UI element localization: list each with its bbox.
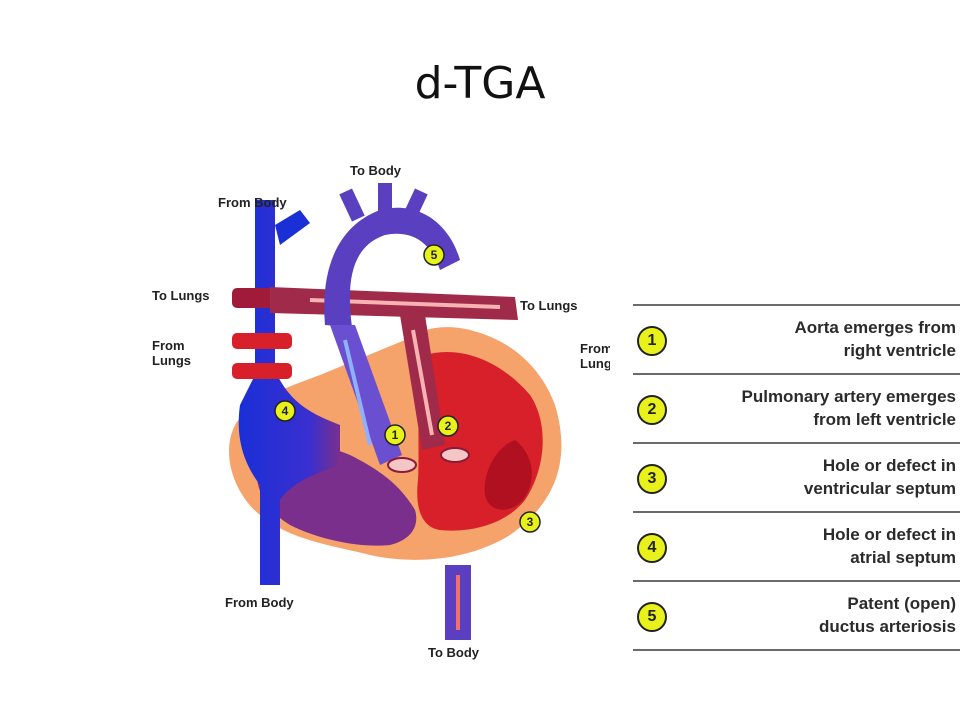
legend-line: Hole or defect in	[822, 525, 956, 544]
marker-3: 3	[519, 511, 541, 533]
label-to-body-top: To Body	[350, 163, 402, 178]
legend-line: right ventricle	[843, 341, 956, 360]
legend-item-2: 2 Pulmonary artery emerges from left ven…	[633, 373, 960, 442]
aortic-arch	[324, 207, 460, 327]
legend-line: Aorta emerges from	[794, 318, 956, 337]
legend-line: Patent (open)	[847, 594, 956, 613]
slide-title: d-TGA	[414, 58, 546, 109]
legend-line: Pulmonary artery emerges	[741, 387, 957, 406]
legend-number-3: 3	[637, 464, 667, 494]
svg-text:1: 1	[392, 428, 399, 442]
legend-line: ductus arteriosis	[819, 617, 956, 636]
aorta-branch-3	[402, 188, 428, 222]
legend-text-3: Hole or defect in ventricular septum	[676, 454, 956, 500]
label-from-body-top: From Body	[218, 195, 287, 210]
legend-item-1: 1 Aorta emerges from right ventricle	[633, 304, 960, 373]
aortic-valve	[387, 457, 417, 473]
aorta-branch-2	[378, 183, 392, 213]
legend-line: atrial septum	[850, 548, 956, 567]
label-to-body-bottom: To Body	[428, 645, 480, 660]
svg-text:4: 4	[282, 404, 289, 418]
legend-number-5: 5	[637, 602, 667, 632]
pulmonary-valve	[440, 447, 470, 463]
svg-text:5: 5	[431, 248, 438, 262]
label-from-lungs-left-2: Lungs	[152, 353, 191, 368]
pulmonary-vein-upper	[232, 333, 292, 349]
legend-text-5: Patent (open) ductus arteriosis	[676, 592, 956, 638]
marker-1: 1	[384, 424, 406, 446]
aorta-branch-1	[339, 188, 365, 222]
legend: 1 Aorta emerges from right ventricle 2 P…	[633, 304, 960, 651]
legend-line: from left ventricle	[813, 410, 956, 429]
aorta-flow-arrow	[343, 339, 372, 446]
legend-text-4: Hole or defect in atrial septum	[676, 523, 956, 569]
legend-text-2: Pulmonary artery emerges from left ventr…	[676, 385, 957, 431]
left-ventricle-cavity	[484, 440, 532, 510]
svg-text:2: 2	[445, 419, 452, 433]
legend-line: Hole or defect in	[822, 456, 956, 475]
marker-2: 2	[437, 415, 459, 437]
pulmonary-artery-left	[232, 288, 277, 308]
svg-text:3: 3	[527, 515, 534, 529]
legend-number-1: 1	[637, 326, 667, 356]
marker-4: 4	[274, 400, 296, 422]
legend-item-5: 5 Patent (open) ductus arteriosis	[633, 580, 960, 651]
legend-line: ventricular septum	[803, 479, 956, 498]
legend-item-4: 4 Hole or defect in atrial septum	[633, 511, 960, 580]
label-from-lungs-left-1: From	[152, 338, 185, 353]
legend-number-4: 4	[637, 533, 667, 563]
label-to-lungs-left: To Lungs	[152, 288, 210, 303]
legend-item-3: 3 Hole or defect in ventricular septum	[633, 442, 960, 511]
pulmonary-up-arrow	[411, 329, 434, 436]
label-from-lungs-right-2: Lungs	[580, 356, 610, 371]
label-to-lungs-right: To Lungs	[520, 298, 578, 313]
heart-diagram: 1 2 3 4 5 To Body From Body To Lungs Fro…	[152, 163, 610, 660]
pulmonary-vein-lower	[232, 363, 292, 379]
label-from-lungs-right-1: From	[580, 341, 610, 356]
legend-number-2: 2	[637, 395, 667, 425]
marker-5: 5	[423, 244, 445, 266]
vena-cava-top	[275, 210, 310, 245]
label-from-body-bottom: From Body	[225, 595, 294, 610]
legend-text-1: Aorta emerges from right ventricle	[676, 316, 956, 362]
